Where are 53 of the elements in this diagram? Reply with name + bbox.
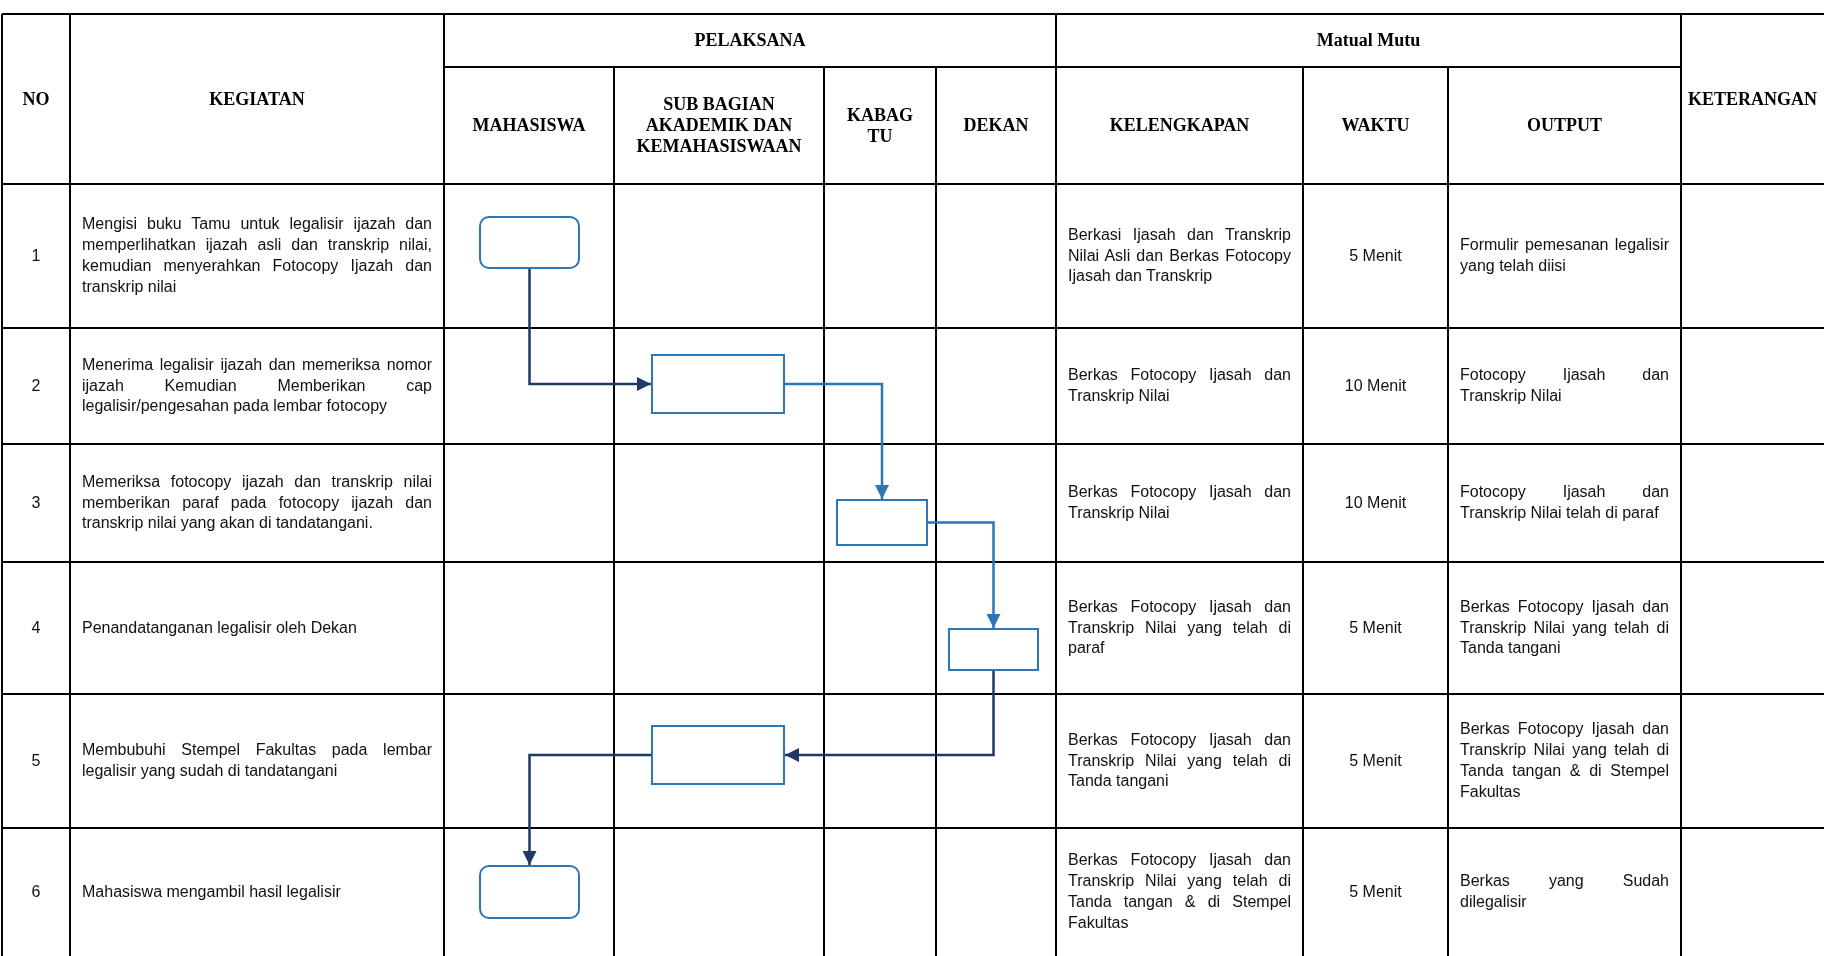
activity-text: Penandatanganan legalisir oleh Dekan [82, 617, 358, 638]
duration-text: 5 Menit [1349, 750, 1402, 771]
output-text: Berkas Fotocopy Ijasah dan Transkrip Nilai yang telah di Tanda tangani [1460, 596, 1669, 659]
arrow [522, 753, 651, 865]
process-box [651, 354, 785, 414]
requirement-text: Berkas Fotocopy Ijasah dan Transkrip Nilai yang telah di Tanda tangani [1068, 729, 1291, 792]
column-header: WAKTU [1341, 115, 1410, 136]
activity-text: Menerima legalisir ijazah dan memeriksa nomor ijazah Kemudian Memberikan cap legalisir/pengesahan pada lembar fotocopy [82, 354, 432, 417]
duration-text: 5 Menit [1349, 245, 1402, 266]
activity-text: Mahasiswa mengambil hasil legalisir [82, 881, 342, 902]
activity-text: Membubuhi Stempel Fakultas pada lembar legalisir yang sudah di tandatangani [82, 740, 432, 781]
requirement-text: Berkas Fotocopy Ijasah dan Transkrip Nilai yang telah di paraf [1068, 596, 1291, 659]
row-number: 5 [31, 750, 41, 771]
duration-text: 10 Menit [1344, 375, 1407, 396]
requirement-text: Berkas Fotocopy Ijasah dan Transkrip Nilai [1068, 365, 1291, 406]
row-number: 2 [31, 375, 41, 396]
column-header: SUB BAGIAN AKADEMIK DAN KEMAHASISWAAN [635, 94, 803, 157]
duration-text: 5 Menit [1349, 617, 1402, 638]
output-text: Berkas Fotocopy Ijasah dan Transkrip Nilai yang telah di Tanda tangan & di Stempel Fakultas [1460, 719, 1669, 802]
requirement-text: Berkas Fotocopy Ijasah dan Transkrip Nilai [1068, 482, 1291, 523]
arrow [928, 521, 1001, 628]
process-box [836, 499, 928, 546]
column-header: PELAKSANA [694, 30, 806, 51]
column-header: KEGIATAN [209, 88, 305, 110]
row-number: 4 [31, 617, 41, 638]
arrow [528, 269, 651, 391]
row-number: 1 [31, 245, 41, 266]
column-header: OUTPUT [1527, 115, 1602, 136]
output-text: Fotocopy Ijasah dan Transkrip Nilai telah di paraf [1460, 482, 1669, 523]
column-header: KETERANGAN [1688, 88, 1817, 110]
activity-text: Memeriksa fotocopy ijazah dan transkrip nilai memberikan paraf pada fotocopy ijazah dan transkrip nilai yang akan di tandatangani. [82, 471, 432, 534]
process-box [651, 725, 785, 785]
output-text: Fotocopy Ijasah dan Transkrip Nilai [1460, 365, 1669, 406]
row-number: 3 [31, 492, 41, 513]
column-header: NO [22, 88, 50, 110]
arrow [785, 671, 995, 762]
terminator-box [479, 216, 580, 269]
arrow [785, 382, 889, 499]
requirement-text: Berkasi Ijasah dan Transkrip Nilai Asli dan Berkas Fotocopy Ijasah dan Transkrip [1068, 224, 1291, 287]
duration-text: 10 Menit [1344, 492, 1407, 513]
column-header: KABAG TU [846, 104, 914, 147]
activity-text: Mengisi buku Tamu untuk legalisir ijazah dan memperlihatkan ijazah asli dan transkrip nilai, kemudian menyerahkan Fotocopy Ijazah dan transkrip nilai [82, 214, 432, 297]
requirement-text: Berkas Fotocopy Ijasah dan Transkrip Nilai yang telah di Tanda tangan & di Stempel Fakultas [1068, 850, 1291, 933]
column-header: KELENGKAPAN [1109, 115, 1250, 136]
column-header: Matual Mutu [1316, 30, 1421, 51]
output-text: Berkas yang Sudah dilegalisir [1460, 871, 1669, 912]
terminator-box [479, 865, 580, 919]
process-box [948, 628, 1039, 671]
row-number: 6 [31, 881, 41, 902]
duration-text: 5 Menit [1349, 881, 1402, 902]
output-text: Formulir pemesanan legalisir yang telah diisi [1460, 235, 1669, 276]
column-header: MAHASISWA [472, 115, 586, 136]
column-header: DEKAN [963, 115, 1029, 136]
